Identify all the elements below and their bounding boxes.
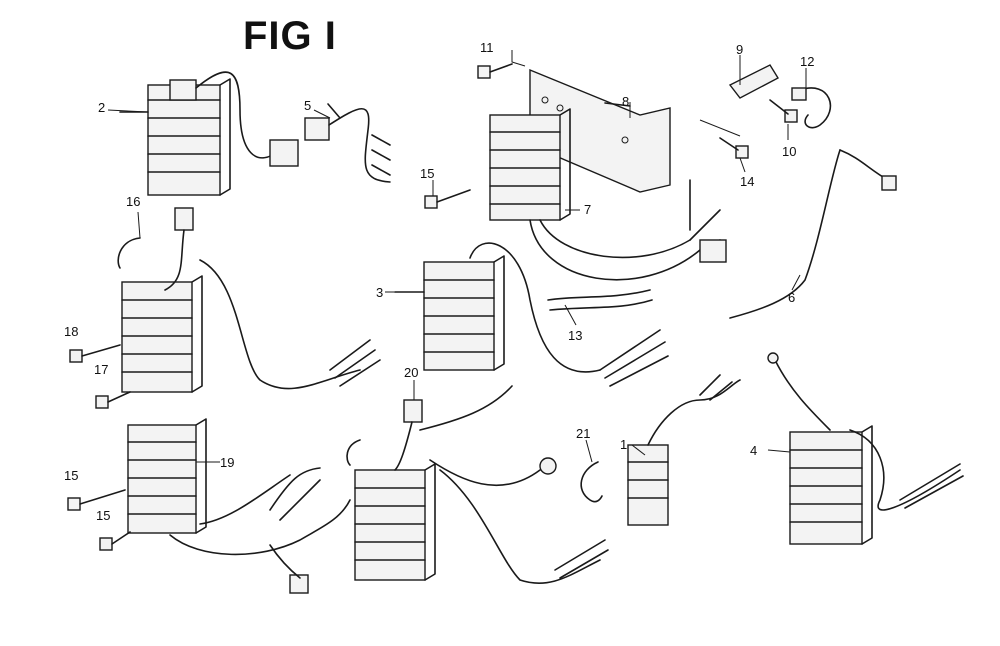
callout-8: 8 bbox=[622, 94, 630, 109]
regulator-2 bbox=[119, 71, 299, 196]
bolt-17 bbox=[95, 391, 131, 409]
bolt-14 bbox=[699, 119, 749, 159]
callout-11: 11 bbox=[480, 40, 494, 55]
cable-6 bbox=[729, 149, 897, 319]
callout-18: 18 bbox=[64, 324, 79, 339]
bolt-15-left bbox=[67, 489, 126, 511]
callout-7: 7 bbox=[584, 202, 592, 217]
figure-title: FIG I bbox=[243, 14, 337, 58]
callout-17: 17 bbox=[94, 362, 109, 377]
callout-13: 13 bbox=[568, 328, 583, 343]
callout-10: 10 bbox=[782, 144, 797, 159]
callout-3: 3 bbox=[376, 285, 384, 300]
bolt-10 bbox=[769, 99, 798, 123]
clip-21 bbox=[580, 461, 603, 503]
regulator-1 bbox=[627, 374, 741, 526]
callout-14: 14 bbox=[740, 174, 755, 189]
callout-9: 9 bbox=[736, 42, 744, 57]
regulator-20 bbox=[346, 385, 609, 584]
callout-1: 1 bbox=[620, 437, 628, 452]
bolt-18 bbox=[69, 344, 121, 363]
regulator-3 bbox=[394, 242, 669, 387]
callout-15-bottom: 15 bbox=[96, 508, 111, 523]
callout-4: 4 bbox=[750, 443, 758, 458]
callout-12: 12 bbox=[800, 54, 815, 69]
leader-lines bbox=[107, 55, 807, 463]
callout-15-top: 15 bbox=[420, 166, 435, 181]
bolt-15-top bbox=[424, 189, 471, 209]
regulator-16-group bbox=[117, 207, 381, 393]
bolt-11 bbox=[477, 50, 526, 79]
connector-5 bbox=[304, 103, 391, 183]
callout-16: 16 bbox=[126, 194, 141, 209]
clip-9 bbox=[728, 64, 779, 99]
callout-5: 5 bbox=[304, 98, 312, 113]
clamp-12 bbox=[791, 87, 832, 129]
callout-21: 21 bbox=[576, 426, 591, 441]
callout-19: 19 bbox=[220, 455, 235, 470]
callout-2: 2 bbox=[98, 100, 106, 115]
regulator-19 bbox=[127, 418, 351, 594]
callout-6: 6 bbox=[788, 290, 796, 305]
callout-20: 20 bbox=[404, 365, 419, 380]
tube-13 bbox=[547, 289, 653, 311]
regulator-4 bbox=[767, 352, 964, 545]
regulator-7 bbox=[489, 108, 727, 281]
callout-15-left: 15 bbox=[64, 468, 79, 483]
bolt-15-bottom bbox=[99, 531, 131, 551]
